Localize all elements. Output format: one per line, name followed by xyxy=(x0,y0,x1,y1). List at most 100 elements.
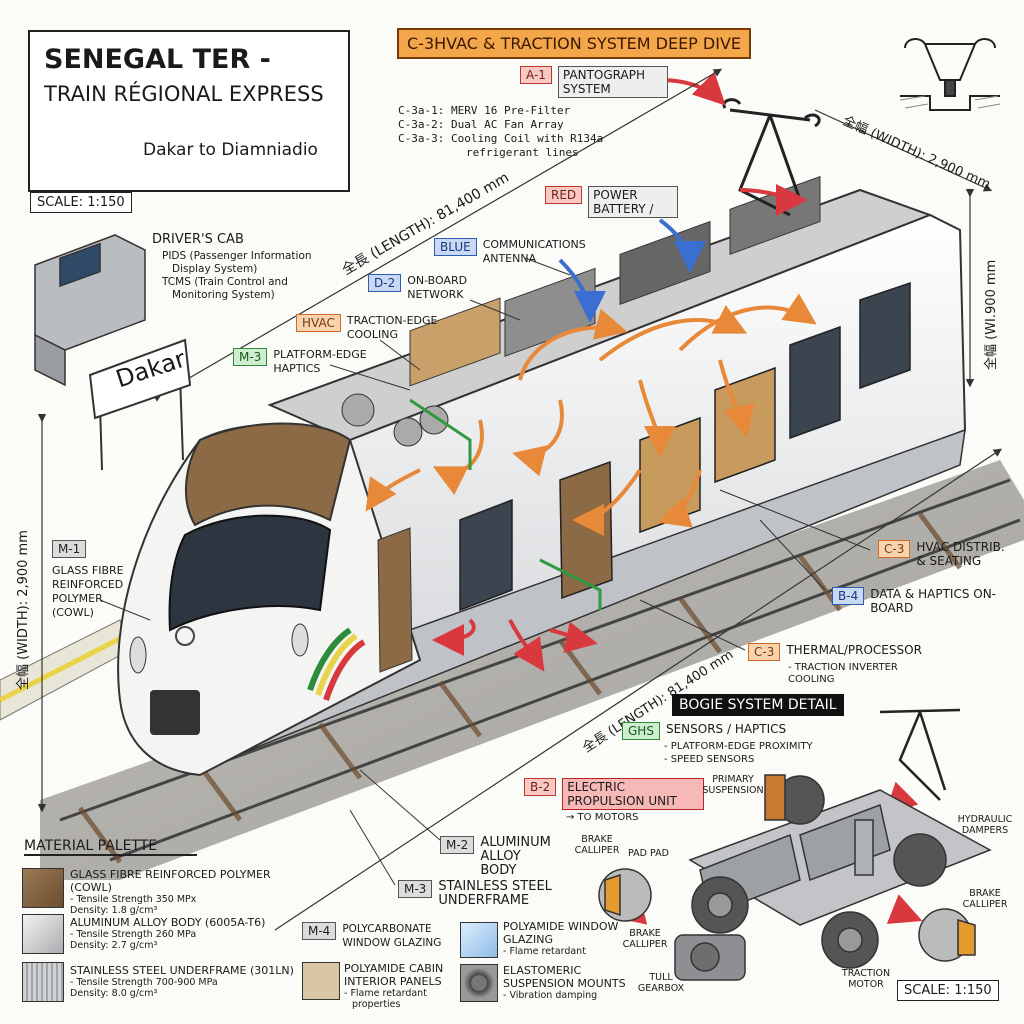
callout-stainless: M-3 STAINLESS STEEL UNDERFRAME xyxy=(398,880,568,908)
bogie-brake-right: BRAKE CALLIPER xyxy=(962,888,1008,910)
aluminum-l1: - Tensile Strength 260 MPa xyxy=(70,929,197,940)
gfrp-name: GLASS FIBRE REINFORCED POLYMER (COWL) xyxy=(70,868,271,894)
power-label: POWER BATTERY / xyxy=(588,186,679,218)
title-box xyxy=(28,30,350,192)
stainless-label: STAINLESS STEEL UNDERFRAME xyxy=(438,879,552,908)
elastomeric-l1: - Vibration damping xyxy=(503,990,598,1001)
sensors-sub2: - SPEED SENSORS xyxy=(664,754,755,765)
tag-m1: M-1 xyxy=(52,540,87,558)
tag-hvac: HVAC xyxy=(296,314,341,332)
callout-comms: BLUE COMMUNICATIONS ANTENNA xyxy=(434,238,598,266)
tag-m3: M-3 xyxy=(233,348,268,366)
bogie-title: BOGIE SYSTEM DETAIL xyxy=(672,694,844,716)
dim-height-right: 全幅 (WI.900 mm xyxy=(984,259,999,370)
pantograph-label: PANTOGRAPH SYSTEM xyxy=(557,66,668,98)
tag-m4: M-4 xyxy=(302,922,337,940)
bogie-assembly xyxy=(598,774,992,981)
drivers-cab-console xyxy=(34,234,146,387)
swatch-elastomeric xyxy=(460,964,498,1002)
hvac-spec-4: refrigerant lines xyxy=(466,146,579,159)
tag-a1: A-1 xyxy=(520,66,552,84)
tag-c3b: C-3 xyxy=(748,643,781,661)
hvac-label: TRACTION-EDGE COOLING xyxy=(346,314,438,341)
cab-item-3: TCMS (Train Control and xyxy=(162,276,288,288)
swatch-cabin-panels xyxy=(302,962,340,1000)
aluminum-name: ALUMINUM ALLOY BODY (6005A-T6) xyxy=(70,916,266,929)
hvac-spec-1: C-3a-1: MERV 16 Pre-Filter xyxy=(398,104,571,117)
propulsion-sub: → TO MOTORS xyxy=(566,812,639,823)
propulsion-label: ELECTRIC PROPULSION UNIT xyxy=(562,778,705,810)
material-aluminum: ALUMINUM ALLOY BODY (6005A-T6) - Tensile… xyxy=(70,916,300,951)
poly-glazing-l1: - Flame retardant xyxy=(503,946,586,957)
pantograph-callout: A-1 PANTOGRAPH SYSTEM xyxy=(520,66,668,98)
tag-red: RED xyxy=(545,186,583,204)
tag-m2: M-2 xyxy=(440,836,475,854)
thermal-sub: - TRACTION INVERTER COOLING xyxy=(788,662,898,685)
swatch-aluminum xyxy=(22,914,64,954)
drivers-cab-items: PIDS (Passenger Information Display Syst… xyxy=(162,250,312,302)
callout-hvac-distrib: C-3 HVAC DISTRIB. & SEATING xyxy=(878,540,1016,568)
polycarb-label: POLYCARBONATE WINDOW GLAZING xyxy=(342,923,442,949)
bogie-primary: PRIMARY SUSPENSION xyxy=(702,774,764,796)
stainless-l1: - Tensile Strength 700-900 MPa xyxy=(70,977,218,988)
cab-item-1: PIDS (Passenger Information xyxy=(162,250,312,262)
thermal-label: THERMAL/PROCESSOR xyxy=(786,643,922,657)
hvac-distrib-label: HVAC DISTRIB. & SEATING xyxy=(916,540,1005,568)
comms-label: COMMUNICATIONS ANTENNA xyxy=(482,238,586,265)
tag-blue: BLUE xyxy=(434,238,477,256)
route-label: Dakar to Diamniadio xyxy=(143,140,318,160)
tag-m3b: M-3 xyxy=(398,880,433,898)
bogie-hydraulic: HYDRAULIC DAMPERS xyxy=(957,814,1013,836)
scale-bottom: SCALE: 1:150 xyxy=(897,980,999,1001)
scale-top: SCALE: 1:150 xyxy=(30,192,132,213)
callout-propulsion: B-2 ELECTRIC PROPULSION UNIT → TO MOTORS xyxy=(524,778,705,824)
swatch-gfrp xyxy=(22,868,64,908)
data-haptics-label: DATA & HAPTICS ON-BOARD xyxy=(870,587,997,615)
bogie-gearbox: TULL GEARBOX xyxy=(637,972,685,994)
callout-polycarb: M-4 POLYCARBONATE WINDOW GLAZING xyxy=(302,922,452,950)
swatch-polyamide-glazing xyxy=(460,922,498,958)
callout-power: RED POWER BATTERY / xyxy=(545,186,679,218)
tag-d2: D-2 xyxy=(368,274,402,292)
header-banner: C-3HVAC & TRACTION SYSTEM DEEP DIVE xyxy=(397,28,752,59)
title-line1: SENEGAL TER - xyxy=(44,44,271,75)
hvac-spec-2: C-3a-2: Dual AC Fan Array xyxy=(398,118,564,131)
material-polyamide-glazing: POLYAMIDE WINDOW GLAZING - Flame retarda… xyxy=(503,920,623,957)
hvac-specs: C-3a-1: MERV 16 Pre-Filter C-3a-2: Dual … xyxy=(398,104,603,160)
tag-b2: B-2 xyxy=(524,778,557,796)
bogie-brake-left: BRAKE CALLIPER xyxy=(574,834,620,856)
cowl-label: GLASS FIBRE REINFORCED POLYMER (COWL) xyxy=(52,564,124,619)
cabin-panels-l1: - Flame retardant xyxy=(344,988,427,999)
aluminum-label: ALUMINUM ALLOY BODY xyxy=(480,835,551,878)
tag-c3a: C-3 xyxy=(878,540,911,558)
pantograph-inset xyxy=(900,38,1000,111)
gfrp-l1: - Tensile Strength 350 MPx xyxy=(70,894,197,905)
cab-item-2: Display System) xyxy=(172,263,258,275)
tag-b4: B-4 xyxy=(832,587,865,605)
gfrp-l2: Density: 1.8 g/cm³ xyxy=(70,905,158,916)
tag-ghs: GHS xyxy=(622,722,660,740)
material-elastomeric: ELASTOMERIC SUSPENSION MOUNTS - Vibratio… xyxy=(503,964,628,1001)
network-label: ON-BOARD NETWORK xyxy=(407,274,468,301)
callout-aluminum: M-2 ALUMINUM ALLOY BODY xyxy=(440,836,560,878)
stainless-name: STAINLESS STEEL UNDERFRAME (301LN) xyxy=(70,964,294,977)
cabin-panels-name: POLYAMIDE CABIN INTERIOR PANELS xyxy=(344,962,444,988)
bogie-motor: TRACTION MOTOR xyxy=(841,968,891,990)
title-line2: TRAIN RÉGIONAL EXPRESS xyxy=(44,82,324,106)
swatch-stainless xyxy=(22,962,64,1002)
callout-cowl: M-1 GLASS FIBRE REINFORCED POLYMER (COWL… xyxy=(52,540,132,620)
callout-haptics: M-3 PLATFORM-EDGE HAPTICS xyxy=(233,348,383,376)
cabin-panels-l2: properties xyxy=(352,999,401,1010)
callout-network: D-2 ON-BOARD NETWORK xyxy=(368,274,477,302)
sensors-sub1: - PLATFORM-EDGE PROXIMITY xyxy=(664,741,813,752)
bogie-brake-center: BRAKE CALLIPER xyxy=(622,928,668,950)
stainless-l2: Density: 8.0 g/cm³ xyxy=(70,988,158,999)
callout-hvac: HVAC TRACTION-EDGE COOLING xyxy=(296,314,457,342)
material-stainless: STAINLESS STEEL UNDERFRAME (301LN) - Ten… xyxy=(70,964,305,999)
cab-item-4: Monitoring System) xyxy=(172,289,275,301)
haptics-label: PLATFORM-EDGE HAPTICS xyxy=(273,348,367,375)
hvac-spec-3: C-3a-3: Cooling Coil with R134a xyxy=(398,132,604,145)
elastomeric-name: ELASTOMERIC SUSPENSION MOUNTS xyxy=(503,964,626,990)
